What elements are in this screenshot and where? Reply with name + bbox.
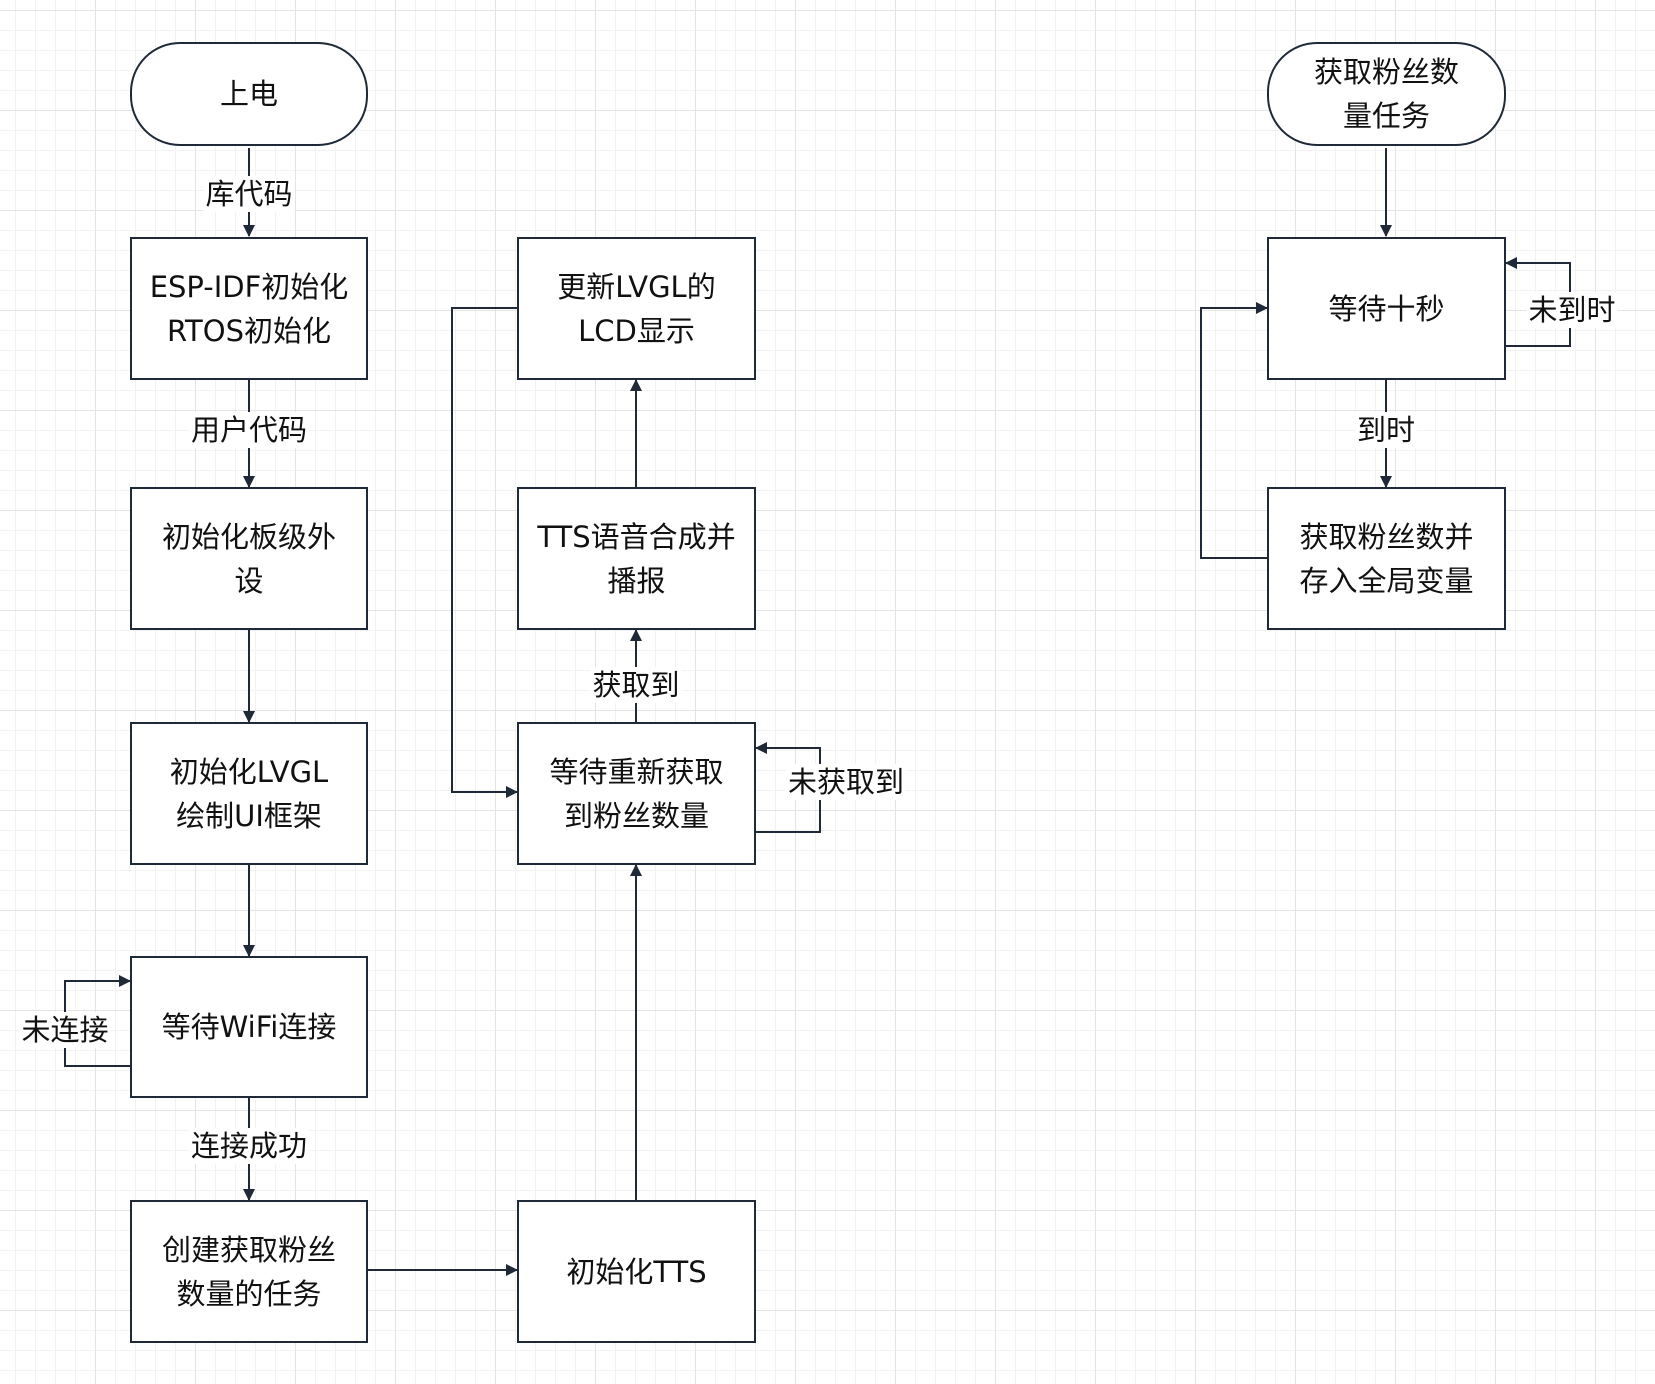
edge-label-user-code: 用户代码 [188,412,310,448]
edge-label-got-it: 获取到 [590,667,682,703]
node-create-task[interactable]: 创建获取粉丝 数量的任务 [130,1200,368,1343]
node-wait-fans[interactable]: 等待重新获取 到粉丝数量 [517,722,756,865]
node-lvgl-init[interactable]: 初始化LVGL 绘制UI框架 [130,722,368,865]
edge-lcd-back-to-wait [451,307,518,798]
edge-label-not-connected: 未连接 [19,1012,111,1048]
node-fans-task-start[interactable]: 获取粉丝数 量任务 [1267,42,1506,146]
edge-label-connected: 连接成功 [188,1128,310,1164]
edge-label-time-up: 到时 [1354,412,1418,448]
node-esp-idf-init[interactable]: ESP-IDF初始化 RTOS初始化 [130,237,368,380]
edge-label-lib-code: 库代码 [203,176,295,212]
edge-label-not-got: 未获取到 [785,764,907,800]
edge-label-not-time: 未到时 [1526,292,1618,328]
edge-fetch-back-to-wait10 [1200,302,1268,559]
node-wait-ten-seconds[interactable]: 等待十秒 [1267,237,1506,380]
node-tts-play[interactable]: TTS语音合成并 播报 [517,487,756,630]
node-fetch-and-store[interactable]: 获取粉丝数并 存入全局变量 [1267,487,1506,630]
node-board-init[interactable]: 初始化板级外 设 [130,487,368,630]
node-tts-init[interactable]: 初始化TTS [517,1200,756,1343]
node-wait-wifi[interactable]: 等待WiFi连接 [130,956,368,1098]
node-update-lcd[interactable]: 更新LVGL的 LCD显示 [517,237,756,380]
node-power-on[interactable]: 上电 [130,42,368,146]
